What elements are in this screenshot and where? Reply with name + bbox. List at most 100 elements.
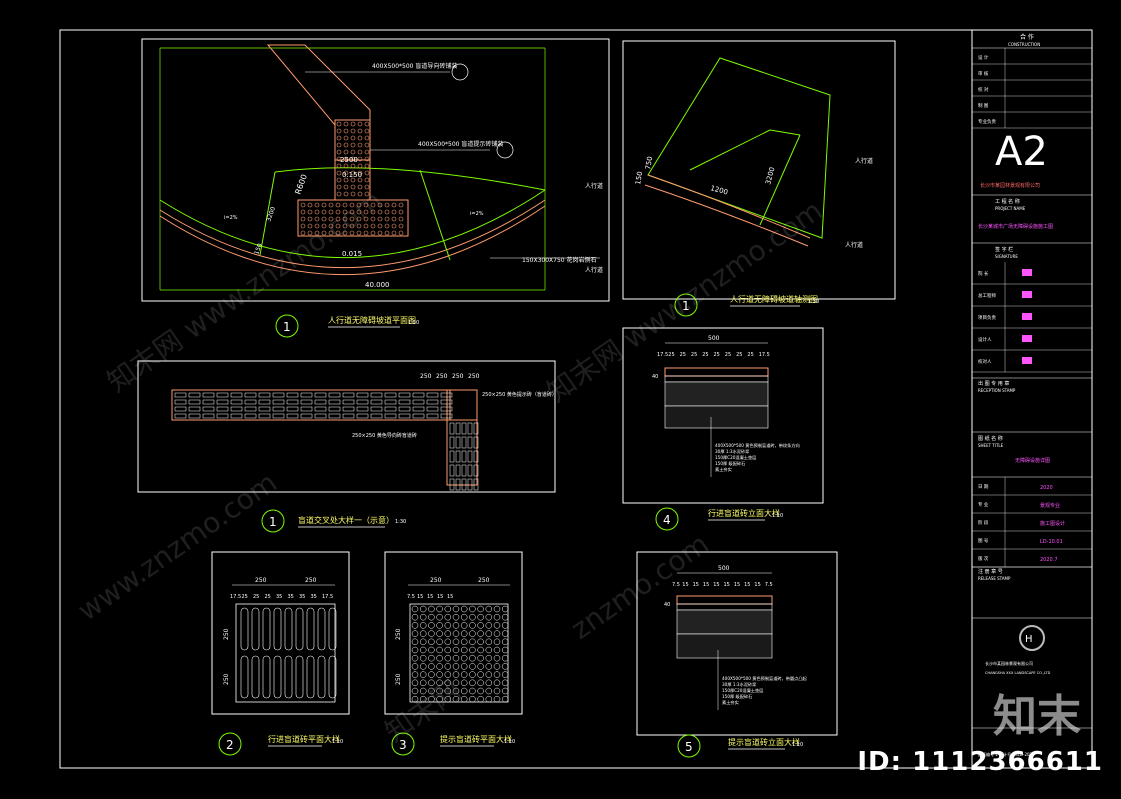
guide-bar xyxy=(188,413,201,419)
tb-footer: 图纸编号 1 设计号 CSLD-2020 xyxy=(978,751,1035,757)
tactile-dot xyxy=(477,687,484,695)
d2-outline xyxy=(647,57,831,239)
tactile-dot xyxy=(384,223,390,229)
d4-dim-2: 25 xyxy=(668,352,674,358)
guide-bar xyxy=(473,450,479,463)
tactile-dot xyxy=(428,654,435,662)
d6-sub-dim-8: 35 xyxy=(311,594,317,600)
guide-bar xyxy=(449,450,455,463)
tactile-dot xyxy=(398,216,404,222)
tactile-dot xyxy=(493,663,501,670)
tactile-dot xyxy=(343,142,349,148)
guide-bar xyxy=(398,392,411,398)
tactile-dot xyxy=(436,630,443,637)
tactile-dot xyxy=(460,622,468,629)
guide-bar xyxy=(174,406,187,412)
tactile-dot xyxy=(356,230,362,236)
guide-bar xyxy=(449,436,455,449)
tactile-dot xyxy=(485,654,493,662)
guide-bar xyxy=(467,450,473,463)
guide-bar xyxy=(286,399,299,405)
tactile-dot xyxy=(419,695,427,703)
d7-sub-dim-3: 15 xyxy=(427,594,433,600)
d2-dim-3200: 3200 xyxy=(764,166,776,185)
tactile-dot xyxy=(321,216,327,222)
tactile-dot xyxy=(469,638,476,646)
tactile-dot xyxy=(336,184,342,190)
tb-sign-label: 签 字 栏 xyxy=(995,246,1013,253)
tactile-dot xyxy=(419,679,427,687)
d2-curb-2 xyxy=(644,184,809,247)
d5-note-1: 400X500*500 黄色预制盲道砖，带圆点凸起 xyxy=(722,675,808,682)
tactile-dot xyxy=(485,695,493,703)
d6-sub-dim-6: 35 xyxy=(288,594,294,600)
tactile-dot xyxy=(452,630,460,637)
tb-top-row-3: 校 对 xyxy=(978,86,989,93)
d4-dim-3: 25 xyxy=(680,352,686,358)
tb-info-label-2: 专 业 xyxy=(978,501,989,508)
d4-note-2: 30厚 1:3水泥砂浆 xyxy=(715,448,750,455)
guide-bar xyxy=(258,399,271,405)
tactile-dot xyxy=(342,216,348,222)
d7-sub-dim-1: 7.5 xyxy=(407,594,415,600)
tactile-dot xyxy=(452,613,460,621)
guide-bar xyxy=(342,392,355,398)
guide-bar xyxy=(356,406,369,412)
d1-title-number: 1 xyxy=(283,320,291,334)
d5-layer-concrete xyxy=(676,609,773,635)
guide-bar xyxy=(461,464,467,477)
tactile-dot xyxy=(357,163,363,169)
d1-title: 人行道无障碍坡道平面图 xyxy=(328,315,416,325)
d4-dim-9: 25 xyxy=(747,352,753,358)
tb-sign-mark xyxy=(1022,335,1032,342)
tactile-dot xyxy=(335,230,341,236)
drawing-2-axo: 1200 3200 750 150 人行道 人行道 1 人行道无障碍坡道轴测图 … xyxy=(622,40,896,317)
tactile-dot xyxy=(336,149,342,155)
tactile-dot xyxy=(419,671,427,678)
tactile-dot xyxy=(384,216,390,222)
tactile-dot xyxy=(493,605,501,613)
tactile-dot xyxy=(501,671,509,678)
tactile-dot xyxy=(436,646,443,654)
drawing-1-plan: 400X500*500 盲道导向砖铺装 400X500*500 盲道提示砖铺装 … xyxy=(141,38,610,338)
id-label: ID: 1112366611 xyxy=(857,747,1103,777)
tb-sheet-size: A2 xyxy=(995,129,1048,175)
d4-layer-mortar xyxy=(664,375,769,383)
guide-bar xyxy=(426,392,439,398)
tactile-dot xyxy=(436,695,443,703)
d6-bar-pattern xyxy=(240,607,337,699)
tactile-dot xyxy=(384,209,390,215)
tactile-dot xyxy=(477,622,484,629)
guide-bar xyxy=(455,422,461,435)
d5-title-number: 5 xyxy=(685,740,693,754)
guide-bar xyxy=(317,607,326,651)
tactile-dot xyxy=(501,605,509,613)
guide-bar xyxy=(295,655,304,699)
tactile-dot xyxy=(364,191,370,197)
d2-curb-1 xyxy=(647,174,811,239)
tactile-dot xyxy=(460,663,468,670)
tactile-dot xyxy=(307,223,313,229)
tactile-dot xyxy=(477,679,484,687)
tb-sign-mark xyxy=(1022,313,1032,320)
d1-curb-line-2 xyxy=(159,205,546,276)
guide-bar xyxy=(300,392,313,398)
d4-note-4: 150厚 级配碎石 xyxy=(715,460,745,467)
guide-bar xyxy=(174,399,187,405)
tactile-dot xyxy=(444,613,452,621)
guide-bar xyxy=(384,392,397,398)
guide-bar xyxy=(314,399,327,405)
guide-bar xyxy=(370,392,383,398)
tactile-dot xyxy=(411,663,419,670)
tactile-dot xyxy=(444,687,452,695)
guide-bar xyxy=(273,607,282,651)
tactile-dot xyxy=(469,646,476,654)
guide-bar xyxy=(306,655,315,699)
guide-bar xyxy=(216,399,229,405)
d1-dim-0015: 0.015 xyxy=(342,250,362,258)
tactile-dot xyxy=(364,177,370,183)
tactile-dot xyxy=(452,654,460,662)
guide-bar xyxy=(262,655,271,699)
